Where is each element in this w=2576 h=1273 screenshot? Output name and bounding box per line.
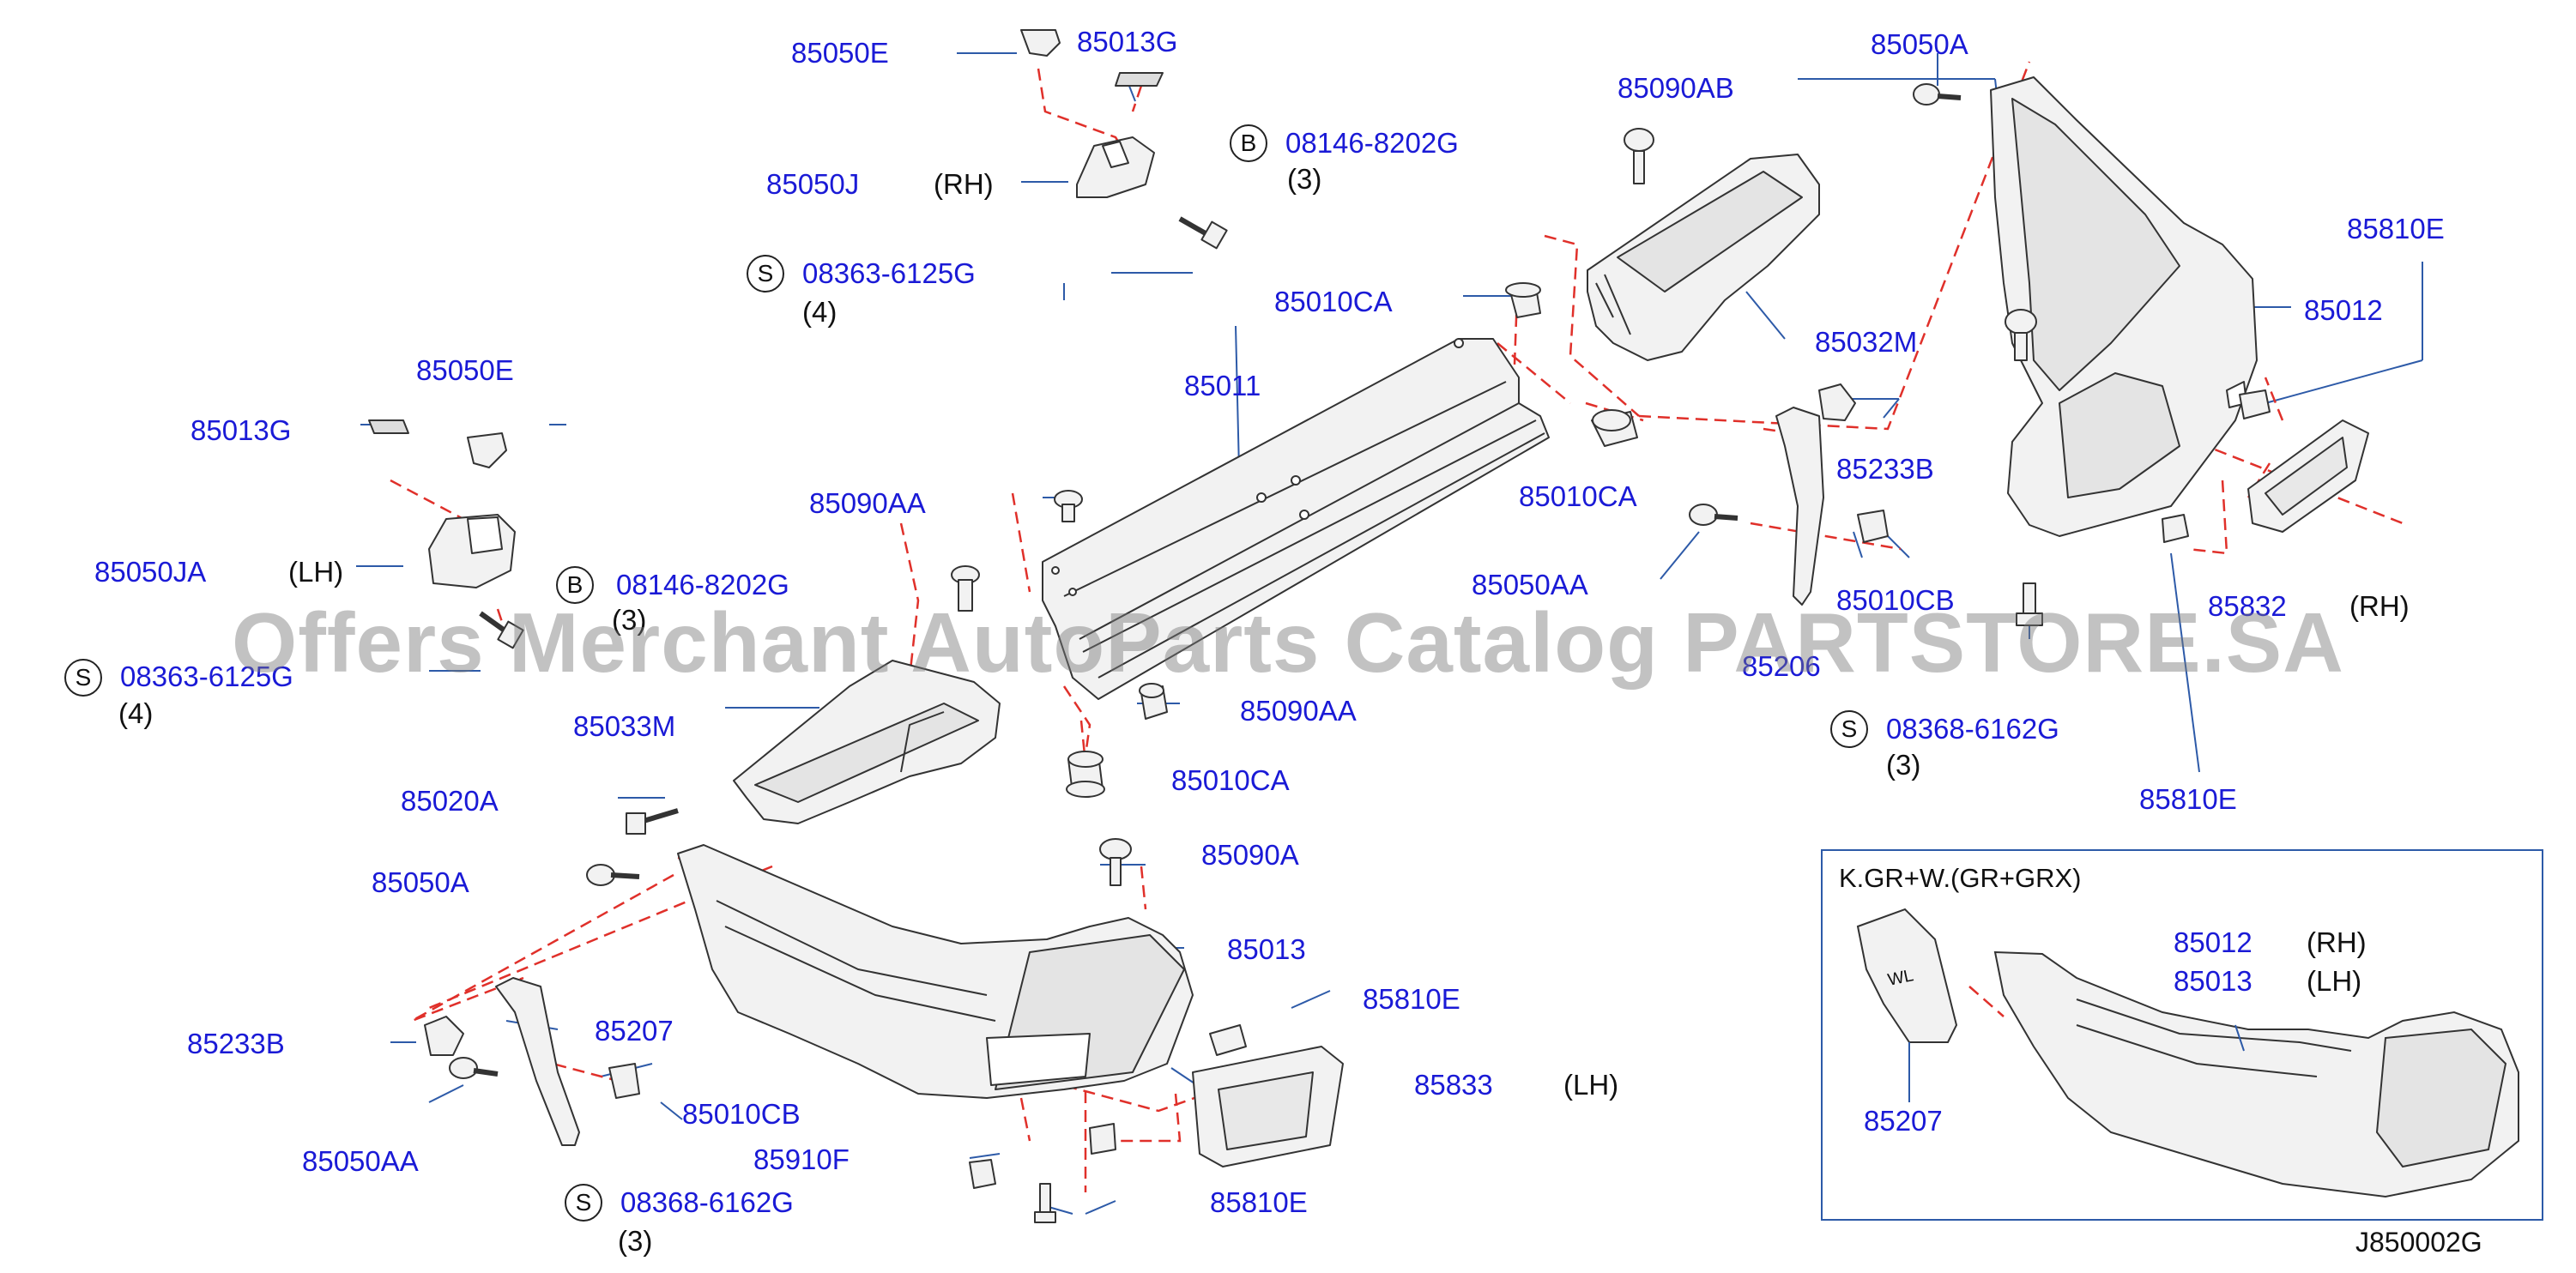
symbol-s-left: S: [64, 659, 102, 697]
label-08368-right: 08368-6162G: [1886, 713, 2059, 745]
label-85050E-left: 85050E: [416, 354, 514, 386]
leader-lines: [356, 52, 2423, 1215]
label-85010CA-top: 85010CA: [1274, 286, 1393, 317]
clip-85810E-mid: [1209, 1024, 1247, 1056]
label-85090AB: 85090AB: [1618, 72, 1734, 104]
clip-85050E-top: [1020, 29, 1061, 57]
label-85233B-left: 85233B: [187, 1028, 285, 1059]
inset-bracket-85207: [1856, 908, 1958, 1043]
inset-title: K.GR+W.(GR+GRX): [1839, 863, 2082, 893]
label-lh-85833: (LH): [1563, 1069, 1619, 1101]
label-85206: 85206: [1742, 650, 1821, 682]
label-85050A-left: 85050A: [372, 866, 469, 898]
label-85050J: 85050J: [766, 168, 860, 200]
nut-85010CB-left: [608, 1063, 640, 1099]
label-inset-85013: 85013: [2174, 965, 2252, 997]
label-08363-top-qty: (4): [802, 296, 838, 328]
label-inset-rh: (RH): [2307, 926, 2367, 958]
label-inset-85207: 85207: [1864, 1105, 1943, 1137]
bolt-85090A: [1099, 838, 1132, 860]
label-85910F: 85910F: [753, 1143, 850, 1175]
pad-85013G-left: [368, 419, 409, 434]
clip-85233B-right: [1818, 383, 1856, 421]
bolt-08368-left: [1039, 1183, 1051, 1216]
pad-85013G-top: [1115, 72, 1164, 87]
label-85810E-low-right: 85810E: [2139, 783, 2237, 815]
label-85207: 85207: [595, 1015, 674, 1047]
bracket-85206: [1775, 407, 1824, 606]
label-85090AA-left: 85090AA: [809, 487, 926, 519]
label-08146-top: 08146-8202G: [1285, 127, 1459, 159]
label-85810E-mid: 85810E: [1363, 983, 1460, 1015]
symbol-s-right: S: [1830, 710, 1868, 748]
label-08363-left-qty: (4): [118, 697, 154, 729]
bolt-85050A-top: [1913, 83, 1940, 106]
bolt-85050AA-left: [449, 1057, 478, 1079]
bolt-08368-right: [2023, 582, 2036, 617]
rail-85011: [1042, 338, 1550, 700]
clip-85233B-left: [424, 1016, 464, 1056]
parts: [368, 29, 2369, 1223]
clip-85050E-left: [467, 432, 507, 468]
label-rh-85050J: (RH): [934, 168, 994, 200]
bolt-85090AB: [1624, 128, 1654, 152]
label-85013G-top: 85013G: [1077, 26, 1178, 57]
label-85011: 85011: [1184, 370, 1261, 401]
label-85010CA-mid: 85010CA: [1519, 480, 1637, 512]
label-rh-85832: (RH): [2349, 590, 2410, 622]
dashed-connectors: [390, 61, 2404, 1192]
label-lh-85050JA: (LH): [288, 556, 344, 588]
label-85832: 85832: [2208, 590, 2287, 622]
label-inset-85012: 85012: [2174, 926, 2252, 958]
label-85833: 85833: [1414, 1069, 1493, 1101]
label-85050AA-right: 85050AA: [1472, 569, 1588, 600]
clip-85810E-right: [2239, 389, 2271, 419]
label-85010CB-right: 85010CB: [1836, 584, 1955, 616]
clip-85810E-bottom: [1089, 1123, 1116, 1155]
symbol-b-mid: B: [556, 566, 594, 604]
label-85050A-top: 85050A: [1871, 28, 1968, 60]
clip-85810E-low-right: [2162, 514, 2189, 543]
label-inset-lh: (LH): [2307, 965, 2362, 997]
label-08146-mid-qty: (3): [612, 604, 647, 636]
inset-frame: [1821, 849, 2543, 1221]
label-85090A: 85090A: [1201, 839, 1299, 871]
label-08368-left-qty: (3): [618, 1225, 653, 1257]
bolt-85050A-left: [586, 864, 615, 886]
label-85013: 85013: [1227, 933, 1306, 965]
label-85013G-left: 85013G: [190, 414, 292, 446]
label-08363-top: 08363-6125G: [802, 257, 976, 289]
symbol-s-bottom: S: [565, 1184, 602, 1222]
bolt-85050AA-right: [1689, 504, 1718, 526]
inset-parts: [1856, 908, 2519, 1198]
label-08146-top-qty: (3): [1287, 163, 1322, 195]
label-85010CB-left: 85010CB: [682, 1098, 801, 1130]
label-08146-mid: 08146-8202G: [616, 569, 789, 600]
diagram-code: J850002G: [2355, 1227, 2482, 1258]
label-85090AA-mid: 85090AA: [1240, 695, 1357, 727]
bracket-85050J: [1076, 136, 1155, 198]
label-85020A: 85020A: [401, 785, 499, 817]
label-85012: 85012: [2304, 294, 2383, 326]
label-85050JA: 85050JA: [94, 556, 207, 588]
label-85033M: 85033M: [573, 710, 676, 742]
symbol-s-top: S: [747, 255, 784, 293]
plug-85910F: [969, 1159, 996, 1189]
label-85233B-right: 85233B: [1836, 453, 1934, 485]
bracket-85207: [495, 977, 580, 1146]
label-08363-left: 08363-6125G: [120, 661, 293, 692]
label-08368-right-qty: (3): [1886, 749, 1921, 781]
label-85810E-right: 85810E: [2347, 213, 2445, 244]
label-85050AA-left: 85050AA: [302, 1145, 419, 1177]
label-85050E-top: 85050E: [791, 37, 889, 69]
label-85010CA-low: 85010CA: [1171, 764, 1290, 796]
nut-85010CB-right: [1857, 510, 1889, 543]
label-08368-left: 08368-6162G: [620, 1186, 794, 1218]
label-85810E-bottom: 85810E: [1210, 1186, 1308, 1218]
label-85032M: 85032M: [1815, 326, 1918, 358]
symbol-b-top: B: [1230, 124, 1267, 162]
